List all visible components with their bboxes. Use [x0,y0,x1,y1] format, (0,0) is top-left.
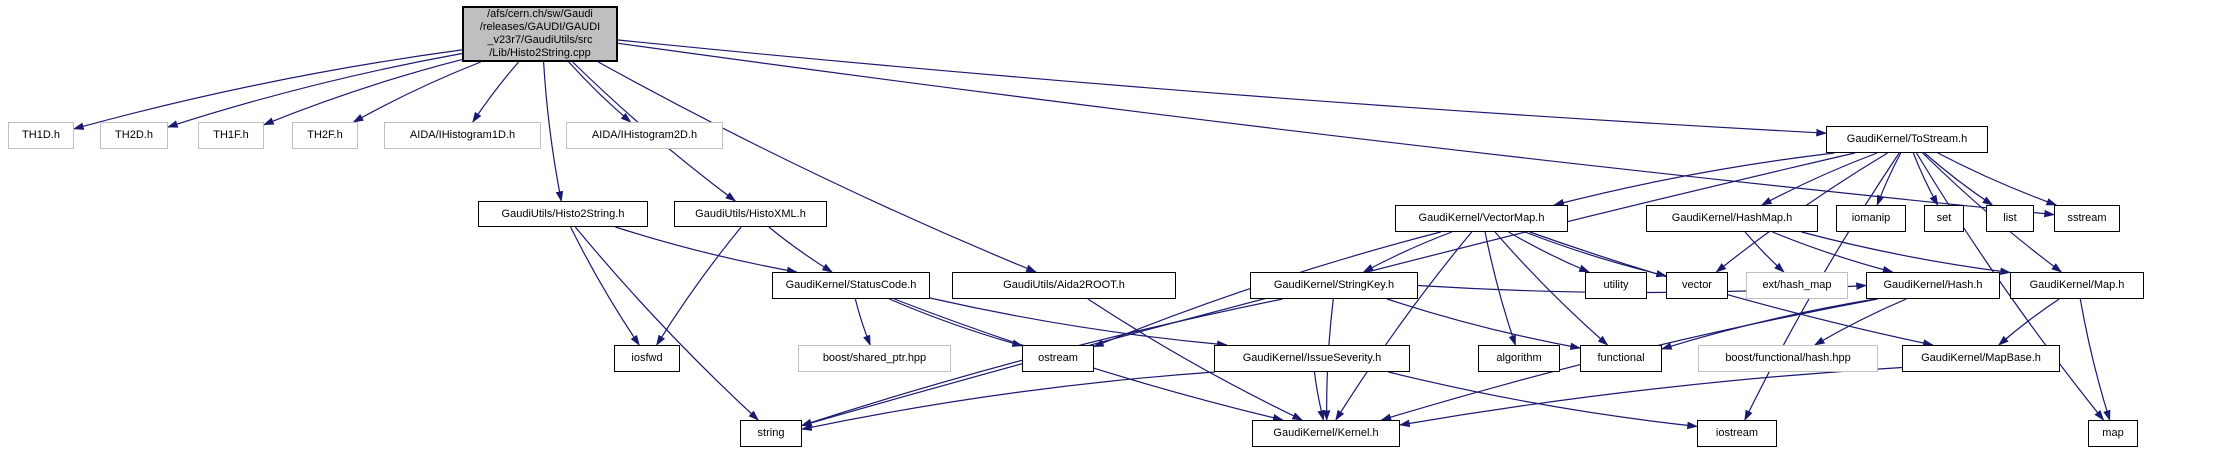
graph-node-label-line: _v23r7/GaudiUtils/src [487,34,593,46]
graph-node-th2d: TH2D.h [100,122,168,149]
include-edge-tostream-to-iomanip [1876,152,1902,207]
include-edge-cpp-to-aida2root [598,61,1037,273]
include-edge-issueseverity-to-iostream [1388,371,1699,430]
include-edge-cpp-to-tostream [617,39,1828,137]
graph-node-aida2root[interactable]: GaudiUtils/Aida2ROOT.h [952,272,1176,299]
graph-node-vectormap[interactable]: GaudiKernel/VectorMap.h [1395,205,1568,232]
include-edge-aida2root-to-kernel [1087,298,1304,421]
graph-node-sharedptr: boost/shared_ptr.hpp [798,345,951,372]
graph-node-ostream[interactable]: ostream [1022,345,1094,372]
graph-node-th1f: TH1F.h [198,122,264,149]
include-edge-cpp-to-th1f [262,59,463,126]
graph-node-histoxml_h[interactable]: GaudiUtils/HistoXML.h [674,201,827,227]
graph-node-label-line: /afs/cern.ch/sw/Gaudi [487,8,593,20]
graph-node-histo2string_h[interactable]: GaudiUtils/Histo2String.h [478,201,648,227]
graph-node-hashmap[interactable]: GaudiKernel/HashMap.h [1646,205,1818,232]
graph-node-exthashmap: ext/hash_map [1746,272,1848,299]
graph-node-maph[interactable]: GaudiKernel/Map.h [2010,272,2144,299]
include-edge-cpp-to-histo2string_h [543,61,564,203]
include-edge-statuscode-to-issueseverity [929,297,1228,348]
graph-node-mapbase[interactable]: GaudiKernel/MapBase.h [1902,345,2060,372]
include-edge-histoxml_h-to-statuscode [768,226,833,273]
graph-node-stringkey[interactable]: GaudiKernel/StringKey.h [1250,272,1418,299]
include-edge-vectormap-to-mapbase [1529,231,1934,347]
include-edge-tostream-to-vectormap [1553,152,1835,207]
graph-node-aida2d: AIDA/IHistogram2D.h [566,122,723,149]
include-edge-tostream-to-map [1915,152,2105,421]
include-edge-cpp-to-th2d [166,52,463,128]
include-edge-hash-to-functional [1660,298,1876,350]
include-edge-statuscode-to-sharedptr [854,298,871,347]
graph-node-functional[interactable]: functional [1580,345,1662,372]
graph-node-list[interactable]: list [1986,205,2034,232]
include-edge-cpp-to-aida2d [568,61,632,123]
graph-node-statuscode[interactable]: GaudiKernel/StatusCode.h [772,272,930,299]
include-edge-hashmap-to-hash [1772,231,1894,274]
include-edge-hash-to-boosthash [1813,298,1907,346]
include-edge-maph-to-map [2079,298,2111,422]
include-edge-vectormap-to-stringkey [1362,231,1453,273]
graph-node-th2f: TH2F.h [292,122,358,149]
graph-node-iomanip[interactable]: iomanip [1836,205,1906,232]
graph-node-aida1d: AIDA/IHistogram1D.h [384,122,541,149]
include-edge-histo2string_h-to-iosfwd [570,226,640,346]
include-edge-histo2string_h-to-statuscode [615,226,798,275]
graph-node-th1d: TH1D.h [8,122,74,149]
include-edge-vectormap-to-functional [1494,231,1609,346]
graph-node-kernel[interactable]: GaudiKernel/Kernel.h [1252,420,1400,447]
include-edge-cpp-to-th1d [72,49,463,130]
include-edge-cpp-to-th2f [352,61,481,123]
graph-node-issueseverity[interactable]: GaudiKernel/IssueSeverity.h [1214,345,1410,372]
graph-node-vector[interactable]: vector [1666,272,1728,299]
graph-node-sstream[interactable]: sstream [2054,205,2120,232]
graph-node-cpp: /afs/cern.ch/sw/Gaudi/releases/GAUDI/GAU… [462,6,618,62]
graph-node-label-line: /Lib/Histo2String.cpp [489,47,591,59]
graph-node-tostream[interactable]: GaudiKernel/ToStream.h [1826,126,1988,153]
graph-node-set[interactable]: set [1924,205,1964,232]
graph-node-iosfwd[interactable]: iosfwd [614,345,680,372]
graph-node-map[interactable]: map [2088,420,2138,447]
include-edge-tostream-to-sstream [1937,152,2058,206]
graph-node-hash[interactable]: GaudiKernel/Hash.h [1866,272,2000,299]
graph-node-algorithm[interactable]: algorithm [1478,345,1560,372]
include-edge-vectormap-to-kernel [1335,231,1473,421]
include-edge-hashmap-to-maph [1801,231,2012,276]
include-edge-tostream-to-set [1912,152,1939,206]
graph-node-utility[interactable]: utility [1585,272,1647,299]
include-edge-statuscode-to-ostream [889,298,1024,347]
include-edge-vectormap-to-utility [1508,231,1590,273]
include-edge-tostream-to-hashmap [1760,152,1878,206]
include-edge-hashmap-to-exthashmap [1744,231,1785,273]
include-edge-issueseverity-to-string [800,371,1215,431]
include-edge-tostream-to-list [1924,152,1994,206]
graph-node-boosthash: boost/functional/hash.hpp [1698,345,1878,372]
include-edge-cpp-to-sstream [617,42,2056,218]
include-edge-histo2string_h-to-string [574,226,759,421]
include-edge-cpp-to-aida1d [472,61,520,123]
graph-node-iostream[interactable]: iostream [1697,420,1777,447]
graph-node-label-line: /releases/GAUDI/GAUDI [479,21,601,33]
include-edge-issueseverity-to-kernel [1313,371,1325,422]
include-edge-histoxml_h-to-iosfwd [656,226,742,346]
graph-node-string[interactable]: string [740,420,802,447]
include-edge-stringkey-to-functional [1386,298,1582,351]
include-edge-mapbase-to-kernel [1398,366,1903,428]
include-edge-maph-to-mapbase [1997,298,2060,346]
